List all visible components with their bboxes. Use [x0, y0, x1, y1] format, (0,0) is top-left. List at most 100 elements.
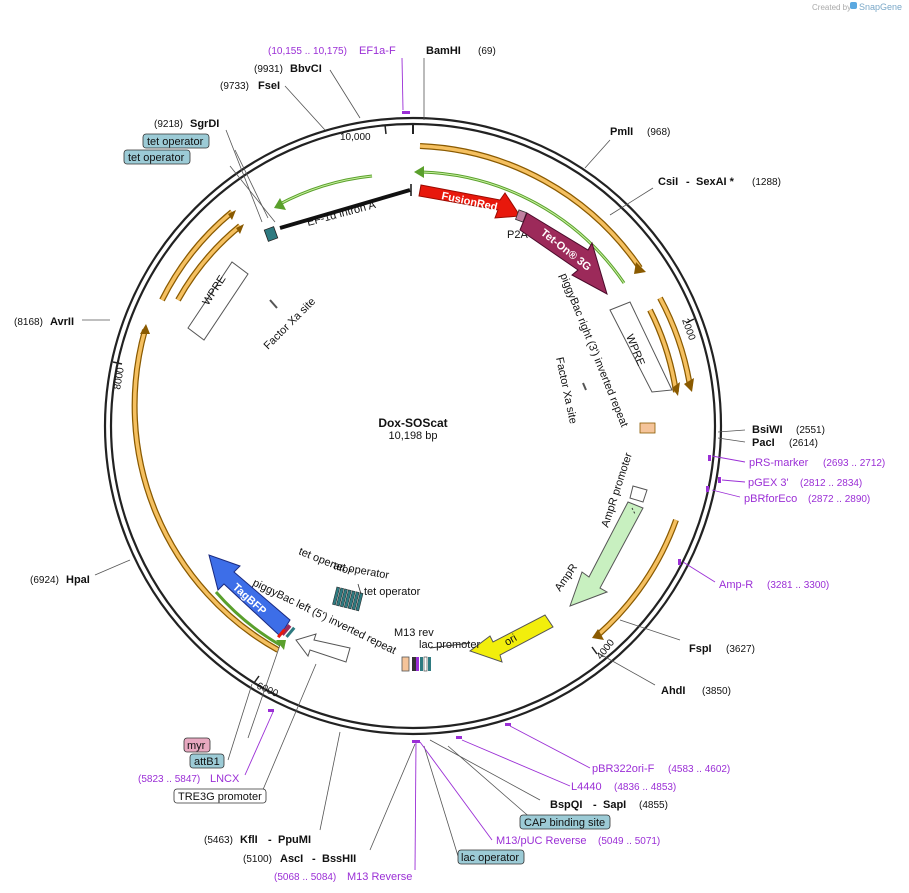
primer-ef1a-pos: (10,155 .. 10,175)	[268, 46, 347, 57]
primer-m13-reverse[interactable]: M13 Reverse	[347, 871, 412, 883]
piggybac-right-box[interactable]	[609, 301, 673, 393]
primer-pbr322ori-pos: (4583 .. 4602)	[668, 764, 730, 775]
enzyme-paci[interactable]: PacI	[752, 437, 775, 449]
enzyme-paci-pos: (2614)	[789, 438, 818, 449]
primer-l4440-pos: (4836 .. 4853)	[614, 782, 676, 793]
primer-marks[interactable]	[268, 111, 721, 743]
wpre-left-feature[interactable]	[187, 261, 249, 341]
enzyme-csii[interactable]: CsiI	[658, 176, 678, 188]
tick-label-8000: 8000	[112, 366, 127, 390]
tick-marks	[112, 124, 695, 684]
ampr-feature[interactable]	[569, 501, 644, 607]
enzyme-fsei[interactable]: FseI	[258, 80, 280, 92]
piggybac-left-feature[interactable]	[295, 633, 351, 663]
primer-l4440[interactable]: L4440	[571, 781, 602, 793]
ori-feature[interactable]	[468, 614, 554, 663]
enzyme-ahdi-pos: (3850)	[702, 686, 731, 697]
primer-pbr322ori[interactable]: pBR322ori-F	[592, 763, 655, 775]
enzyme-asci-pos: (5100)	[243, 854, 272, 865]
pill-tre3g[interactable]	[173, 788, 267, 804]
lac-cluster[interactable]	[412, 656, 431, 672]
enzyme-bbvci-pos: (9931)	[254, 64, 283, 75]
lac-promoter-label: lac promoter	[419, 639, 480, 651]
primer-prs-marker-pos: (2693 .. 2712)	[823, 458, 885, 469]
orf-arcs	[131, 143, 693, 653]
green-arrow-1	[414, 166, 424, 178]
teton-feature[interactable]	[519, 212, 608, 296]
primer-pgex-pos: (2812 .. 2834)	[800, 478, 862, 489]
factor-xa-right-label: Factor Xa site	[553, 356, 579, 425]
primer-prs-marker[interactable]: pRS-marker	[749, 457, 809, 469]
enzyme-bspqi[interactable]: BspQI	[550, 799, 582, 811]
enzyme-kfli[interactable]: KflI	[240, 834, 258, 846]
primer-pgex[interactable]: pGEX 3'	[748, 477, 789, 489]
credit-text: Created by	[812, 3, 851, 12]
enzyme-avrii[interactable]: AvrII	[50, 316, 74, 328]
primer-amp-r[interactable]: Amp-R	[719, 579, 753, 591]
pill-lac-operator[interactable]	[457, 849, 525, 865]
enzyme-leader-lines	[82, 58, 746, 857]
enzyme-sapi[interactable]: SapI	[603, 799, 626, 811]
enzyme-pmli-pos: (968)	[647, 127, 670, 138]
primer-amp-r-pos: (3281 .. 3300)	[767, 580, 829, 591]
primer-pbrforeco-pos: (2872 .. 2890)	[808, 494, 870, 505]
enzyme-sexai[interactable]: SexAI *	[696, 176, 735, 188]
enzyme-bamhi[interactable]: BamHI	[426, 45, 461, 57]
primer-m13-puc-pos: (5049 .. 5071)	[598, 836, 660, 847]
pill-lac-operator-label: lac operator	[461, 852, 519, 864]
m13rev-label: M13 rev	[394, 627, 434, 639]
enzyme-sgrdi-pos: (9218)	[154, 119, 183, 130]
pill-myr[interactable]	[183, 737, 211, 753]
snapgene-logo-icon	[850, 2, 857, 9]
enzyme-fspi[interactable]: FspI	[689, 643, 712, 655]
enzyme-bsiwi-pos: (2551)	[796, 425, 825, 436]
lac-promoter-pointer	[429, 642, 471, 649]
pill-tre3g-label: TRE3G promoter	[178, 791, 262, 803]
enzyme-fspi-pos: (3627)	[726, 644, 755, 655]
pill-cap[interactable]	[519, 814, 611, 830]
primer-ef1a[interactable]: EF1a-F	[359, 45, 396, 57]
enzyme-ppumi[interactable]: PpuMI	[278, 834, 311, 846]
primer-m13-reverse-pos: (5068 .. 5084)	[274, 872, 336, 883]
factor-xa-left-label: Factor Xa site	[262, 296, 318, 352]
tick-label-10000: 10,000	[340, 132, 371, 143]
enzyme-dash-kfli: -	[268, 834, 272, 846]
tagbfp-feature[interactable]	[208, 554, 291, 637]
enzyme-sgrdi[interactable]: SgrDI	[190, 118, 219, 130]
ampr-promoter-feature[interactable]	[629, 485, 648, 503]
fusionred-feature[interactable]	[418, 184, 521, 219]
enzyme-ahdi[interactable]: AhdI	[661, 685, 685, 697]
enzyme-bspqi-pos: (4855)	[639, 800, 668, 811]
enzyme-asci[interactable]: AscI	[280, 853, 303, 865]
tet-op-label-c: tet operator	[364, 586, 421, 598]
tick-label-2000: 2000	[679, 317, 697, 342]
enzyme-csii-pos: (1288)	[752, 177, 781, 188]
enzyme-hpai[interactable]: HpaI	[66, 574, 90, 586]
credit-brand: SnapGene	[859, 2, 902, 12]
enzyme-bsiwi[interactable]: BsiWI	[752, 424, 783, 436]
primer-m13-puc[interactable]: M13/pUC Reverse	[496, 835, 586, 847]
pill-tet-operator-2[interactable]	[123, 149, 191, 165]
enzyme-bbvci[interactable]: BbvCI	[290, 63, 322, 75]
factor-xa-right-mark	[582, 382, 587, 391]
green-arrow-2	[274, 198, 286, 210]
enzyme-fsei-pos: (9733)	[220, 81, 249, 92]
primer-leader-lines	[244, 57, 746, 871]
green-arcs-highlight	[277, 171, 625, 284]
lac-small-box[interactable]	[401, 656, 410, 672]
pill-attb1[interactable]	[189, 753, 225, 769]
tagbfp-small-marks[interactable]	[277, 624, 296, 639]
tet-operator-cluster[interactable]	[332, 586, 364, 612]
orange-square-feature[interactable]	[639, 422, 656, 434]
enzyme-pmli[interactable]: PmlI	[610, 126, 633, 138]
plasmid-name: Dox-SOScat	[378, 416, 447, 430]
primer-pbrforeco[interactable]: pBRforEco	[744, 493, 797, 505]
enzyme-avrii-pos: (8168)	[14, 317, 43, 328]
small-teal-feature[interactable]	[263, 226, 279, 242]
pill-myr-label: myr	[187, 740, 206, 752]
pill-tet-operator-1[interactable]	[142, 133, 210, 149]
primer-lncx[interactable]: LNCX	[210, 773, 240, 785]
pill-tet-operator-2-label: tet operator	[128, 152, 185, 164]
enzyme-bsshii[interactable]: BssHII	[322, 853, 356, 865]
ef1a-intron-feature[interactable]	[279, 188, 411, 230]
